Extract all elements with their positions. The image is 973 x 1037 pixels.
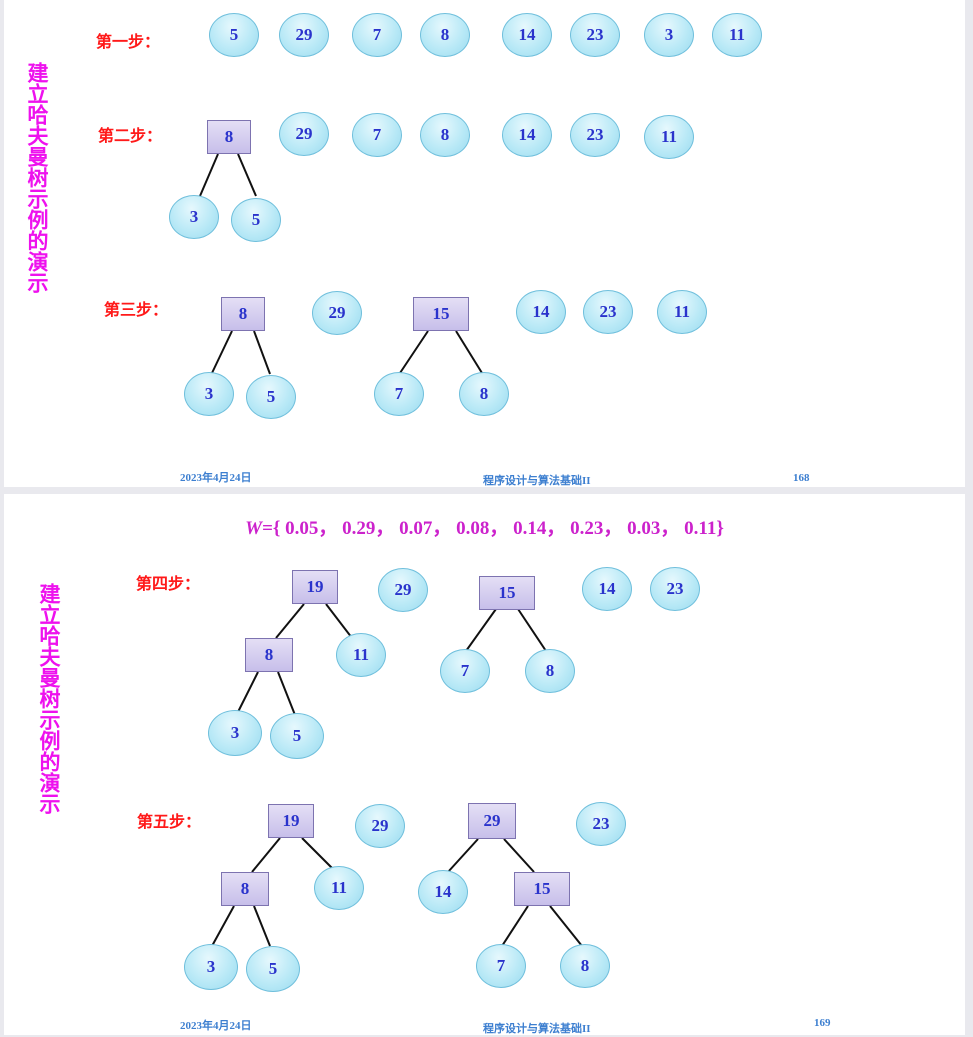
edge [501, 905, 529, 947]
leaf-node: 14 [582, 567, 632, 611]
leaf-node: 7 [352, 13, 402, 57]
internal-node: 15 [514, 872, 570, 906]
edge [253, 905, 271, 947]
slide-169: W={ 0.05， 0.29， 0.07， 0.08， 0.14， 0.23， … [4, 494, 965, 1035]
leaf-node: 11 [644, 115, 694, 159]
leaf-node: 14 [502, 113, 552, 157]
edge [237, 671, 259, 713]
step-5-label: 第五步： [137, 812, 202, 831]
leaf-node: 29 [378, 568, 428, 612]
internal-node: 15 [413, 297, 469, 331]
leaf-node: 23 [570, 113, 620, 157]
edge [465, 608, 497, 652]
edge [325, 603, 353, 639]
edge [447, 838, 479, 873]
edge [199, 153, 219, 197]
leaf-node: 23 [570, 13, 620, 57]
internal-node: 8 [221, 872, 269, 906]
step-3-label: 第三步： [104, 300, 169, 319]
leaf-node: 7 [352, 113, 402, 157]
footer-course: 程序设计与算法基础II [483, 475, 591, 487]
edge [517, 608, 547, 652]
leaf-node: 3 [208, 710, 262, 756]
weights-symbol: W [245, 518, 263, 539]
leaf-node: 5 [246, 946, 300, 992]
leaf-node: 7 [476, 944, 526, 988]
edge [455, 330, 483, 374]
leaf-node: 3 [184, 944, 238, 990]
leaf-node: 8 [420, 113, 470, 157]
leaf-node: 8 [420, 13, 470, 57]
edge [237, 153, 257, 197]
leaf-node: 7 [374, 372, 424, 416]
step-4-label: 第四步： [136, 574, 201, 593]
leaf-node: 11 [712, 13, 762, 57]
weights-set: W={ 0.05， 0.29， 0.07， 0.08， 0.14， 0.23， … [4, 513, 965, 540]
leaf-node: 29 [279, 112, 329, 156]
leaf-node: 7 [440, 649, 490, 693]
edge [275, 603, 305, 639]
leaf-node: 8 [459, 372, 509, 416]
weights-values: ={ 0.05， 0.29， 0.07， 0.08， 0.14， 0.23， 0… [262, 518, 724, 539]
leaf-node: 5 [270, 713, 324, 759]
footer-date: 2023年4月24日 [180, 1020, 252, 1032]
leaf-node: 23 [650, 567, 700, 611]
step-1-label: 第一步： [96, 32, 161, 51]
edge [503, 838, 535, 873]
internal-node: 19 [268, 804, 314, 838]
leaf-node: 23 [576, 802, 626, 846]
leaf-node: 5 [231, 198, 281, 242]
leaf-node: 11 [657, 290, 707, 334]
leaf-node: 3 [184, 372, 234, 416]
leaf-node: 11 [314, 866, 364, 910]
edge [251, 837, 281, 873]
leaf-node: 14 [502, 13, 552, 57]
page-number: 169 [814, 1017, 831, 1029]
slide-168: 建立哈夫曼树示例的演示 第一步： 第二步： 第三步： 5 29 7 8 14 2… [4, 0, 965, 487]
leaf-node: 3 [169, 195, 219, 239]
leaf-node: 23 [583, 290, 633, 334]
leaf-node: 29 [279, 13, 329, 57]
leaf-node: 3 [644, 13, 694, 57]
leaf-node: 8 [525, 649, 575, 693]
edge [211, 905, 235, 947]
page-number: 168 [793, 472, 810, 484]
footer-course: 程序设计与算法基础II [483, 1023, 591, 1035]
leaf-node: 29 [312, 291, 362, 335]
leaf-node: 29 [355, 804, 405, 848]
step-2-label: 第二步： [98, 126, 163, 145]
leaf-node: 5 [209, 13, 259, 57]
leaf-node: 14 [516, 290, 566, 334]
internal-node: 8 [221, 297, 265, 331]
edge [211, 330, 233, 374]
edge [549, 905, 583, 947]
internal-node: 29 [468, 803, 516, 839]
leaf-node: 14 [418, 870, 468, 914]
slide-vertical-title: 建立哈夫曼树示例的演示 [25, 62, 50, 293]
internal-node: 19 [292, 570, 338, 604]
edge [253, 330, 271, 375]
edge [277, 671, 296, 716]
internal-node: 8 [245, 638, 293, 672]
footer-date: 2023年4月24日 [180, 472, 252, 484]
internal-node: 15 [479, 576, 535, 610]
slide-vertical-title: 建立哈夫曼树示例的演示 [37, 583, 62, 814]
leaf-node: 8 [560, 944, 610, 988]
internal-node: 8 [207, 120, 251, 154]
leaf-node: 11 [336, 633, 386, 677]
edge [399, 330, 429, 374]
leaf-node: 5 [246, 375, 296, 419]
